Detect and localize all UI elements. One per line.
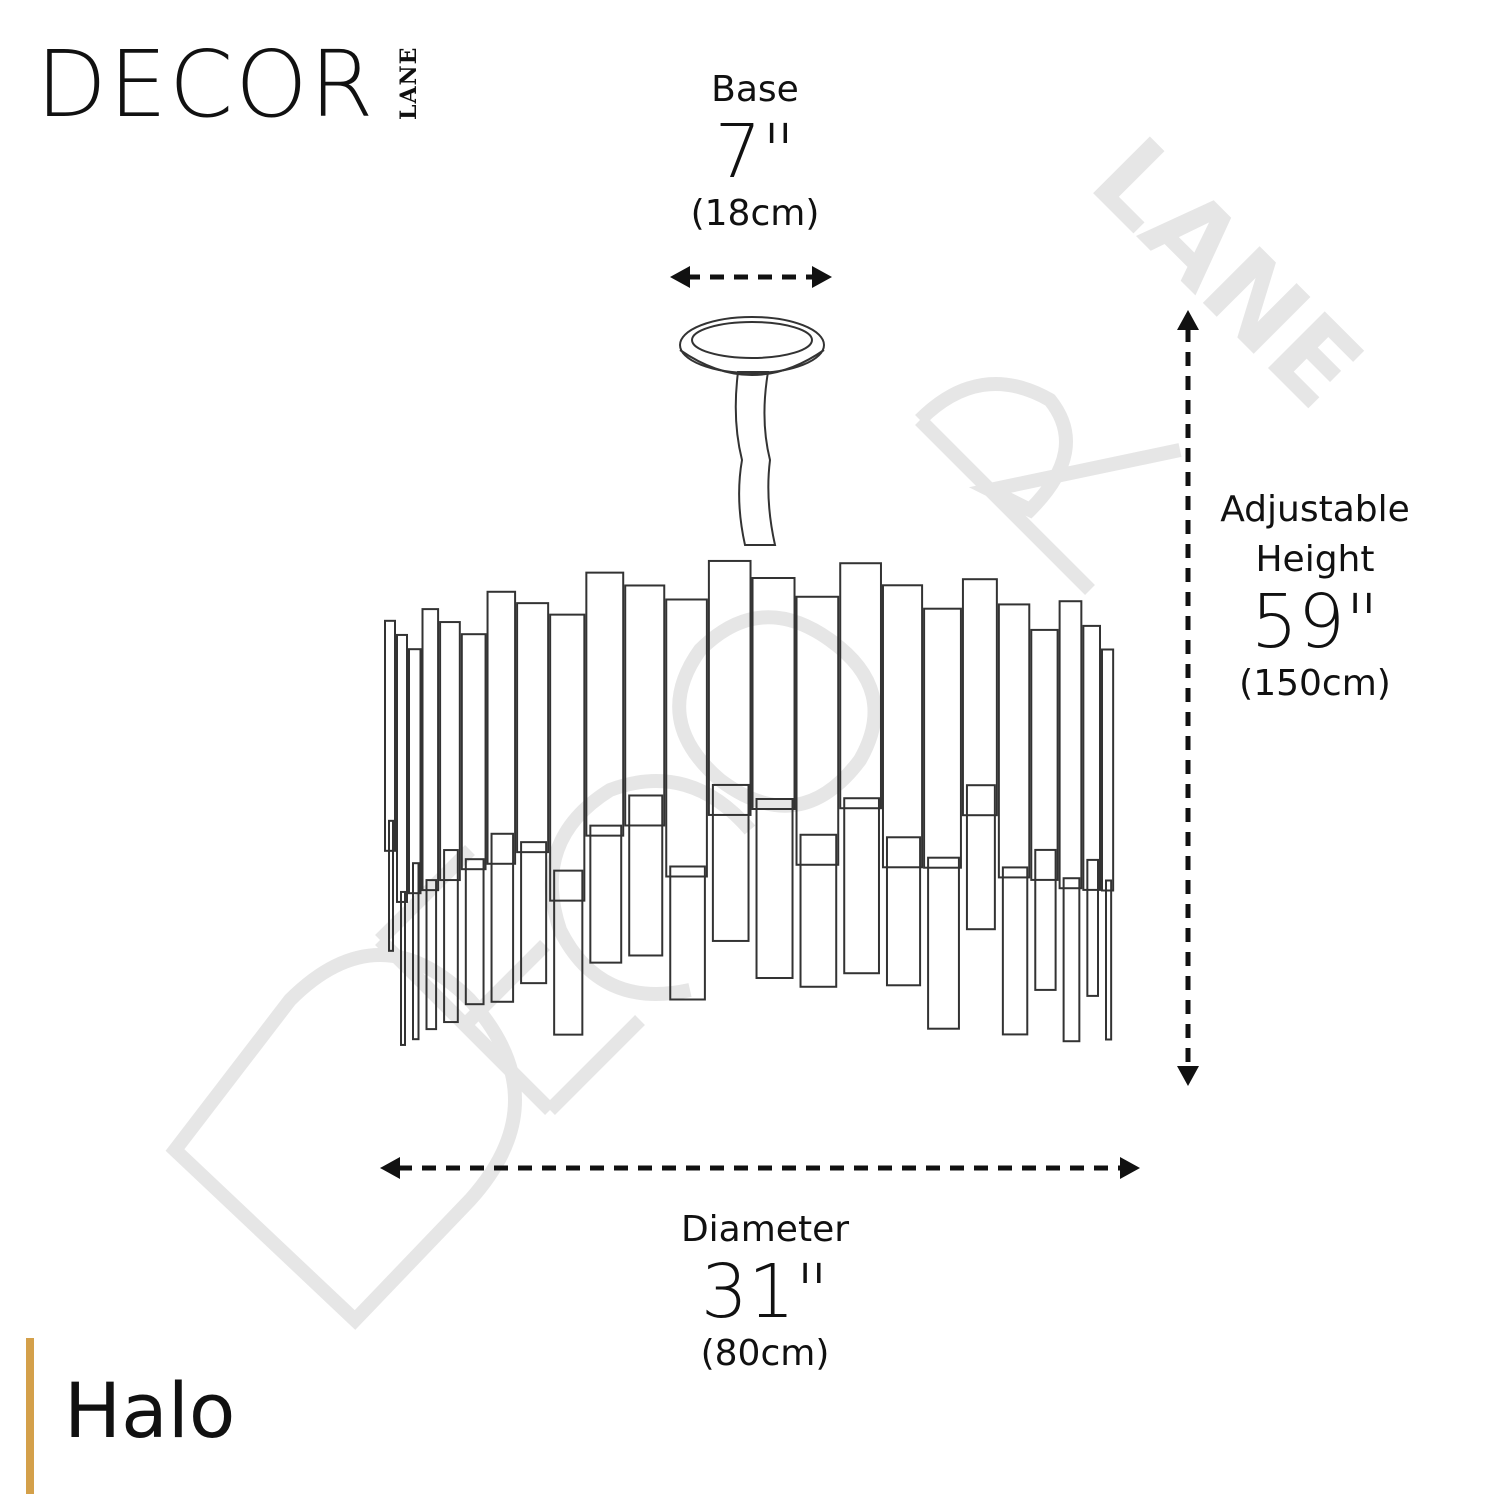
- crystal-panel: [965, 784, 996, 931]
- crystal-panel: [927, 856, 960, 1030]
- crystal-panel: [885, 836, 922, 987]
- base-caption: Base: [711, 69, 799, 110]
- crystal-panel: [795, 595, 840, 866]
- arrow-up-icon: [1177, 310, 1199, 330]
- crystal-panel: [1082, 624, 1102, 891]
- product-name: Halo: [64, 1366, 236, 1455]
- crystal-panel: [923, 607, 962, 869]
- arrow-right-icon: [812, 266, 832, 288]
- crystal-panel: [1058, 600, 1083, 890]
- crystal-panel: [589, 824, 623, 964]
- crystal-panel: [628, 794, 664, 957]
- crystal-panel: [707, 559, 752, 816]
- crystal-panel: [400, 890, 406, 1046]
- crystal-panel: [1062, 877, 1081, 1043]
- height-value: 59": [1250, 579, 1380, 665]
- arrow-right-icon: [1120, 1157, 1140, 1179]
- arrow-left-icon: [670, 266, 690, 288]
- crystal-panel: [799, 833, 838, 988]
- crystal-panel: [486, 590, 517, 865]
- crystal-panel: [839, 562, 882, 810]
- arrow-down-icon: [1177, 1066, 1199, 1086]
- crystal-panel: [464, 858, 485, 1006]
- height-dimension-label: Adjustable Height 59" (150cm): [1190, 488, 1440, 706]
- diameter-metric: (80cm): [700, 1333, 830, 1374]
- crystal-panel: [421, 608, 440, 892]
- height-metric: (150cm): [1239, 663, 1391, 704]
- crystal-panel: [624, 584, 666, 827]
- brand-name: DECOR: [36, 31, 376, 138]
- crystal-panel: [425, 879, 438, 1031]
- crystal-panel: [843, 797, 880, 975]
- crystal-panel: [1086, 858, 1100, 997]
- diameter-dimension-label: Diameter 31" (80cm): [620, 1208, 910, 1376]
- crystal-panel: [553, 869, 584, 1036]
- height-caption-line1: Adjustable: [1220, 489, 1410, 530]
- crystal-panel: [439, 621, 461, 882]
- product-accent-bar: [26, 1338, 34, 1494]
- crystal-panel: [520, 841, 548, 985]
- crystal-panel: [585, 571, 625, 837]
- crystal-panel: [443, 849, 459, 1024]
- crystal-panel: [1001, 866, 1029, 1036]
- crystal-panel: [997, 603, 1031, 879]
- crystal-panel: [460, 633, 487, 871]
- base-metric: (18cm): [690, 193, 820, 234]
- crystal-panel: [665, 598, 708, 878]
- height-caption-line2: Height: [1255, 539, 1375, 580]
- diameter-value: 31": [700, 1249, 830, 1335]
- crystal-panel: [1034, 848, 1057, 991]
- arrow-left-icon: [380, 1157, 400, 1179]
- crystal-panel: [490, 832, 515, 1003]
- crystal-panel: [516, 602, 550, 854]
- crystal-panel: [669, 865, 706, 1001]
- crystal-panel: [1105, 879, 1113, 1041]
- crystal-panel: [1030, 628, 1059, 881]
- crystal-panel: [1101, 648, 1115, 892]
- crystal-panel: [412, 862, 420, 1041]
- crystal-panel: [408, 648, 422, 895]
- crystal-panel: [549, 613, 586, 902]
- crystal-panel: [881, 584, 924, 869]
- diameter-caption: Diameter: [680, 1209, 850, 1250]
- base-dimension-label: Base 7" (18cm): [640, 68, 870, 236]
- base-value: 7": [714, 109, 796, 195]
- crystal-panel: [755, 798, 794, 980]
- crystal-panel: [961, 578, 998, 817]
- crystal-panel: [388, 819, 394, 952]
- crystal-panel: [751, 577, 796, 811]
- crystal-panel: [711, 783, 750, 942]
